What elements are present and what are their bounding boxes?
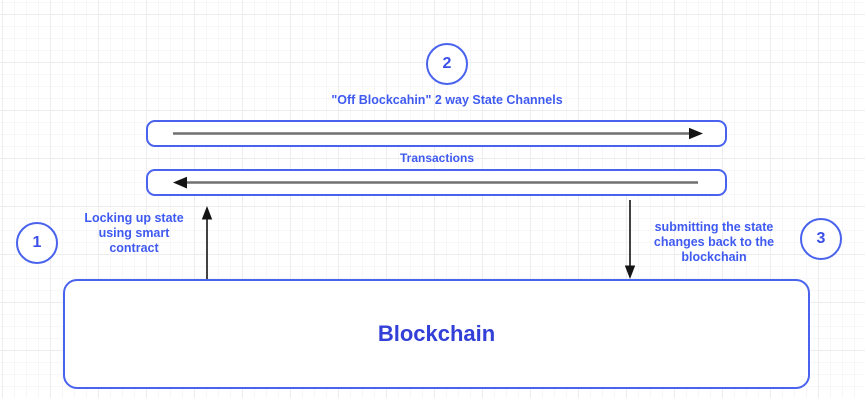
- submit-state-down-arrow: [624, 200, 636, 279]
- transaction-right-arrow: [173, 127, 703, 140]
- step-3-label: submitting the state changes back to the…: [653, 220, 775, 264]
- step-2-badge: 2: [426, 43, 468, 85]
- step-1-number: 1: [32, 234, 42, 251]
- channel-title: "Off Blockcahin" 2 way State Channels: [331, 93, 563, 107]
- lock-state-up-arrow: [201, 206, 213, 279]
- transactions-label: Transactions: [399, 151, 475, 165]
- step-3-number: 3: [816, 230, 826, 247]
- blockchain-node: Blockchain: [63, 279, 810, 389]
- step-1-label: Locking up state using smart contract: [84, 211, 184, 255]
- step-3-badge: 3: [800, 218, 842, 260]
- blockchain-label: Blockchain: [377, 321, 496, 346]
- step-2-number: 2: [442, 55, 452, 72]
- step-1-badge: 1: [16, 222, 58, 264]
- transaction-left-arrow: [173, 176, 698, 189]
